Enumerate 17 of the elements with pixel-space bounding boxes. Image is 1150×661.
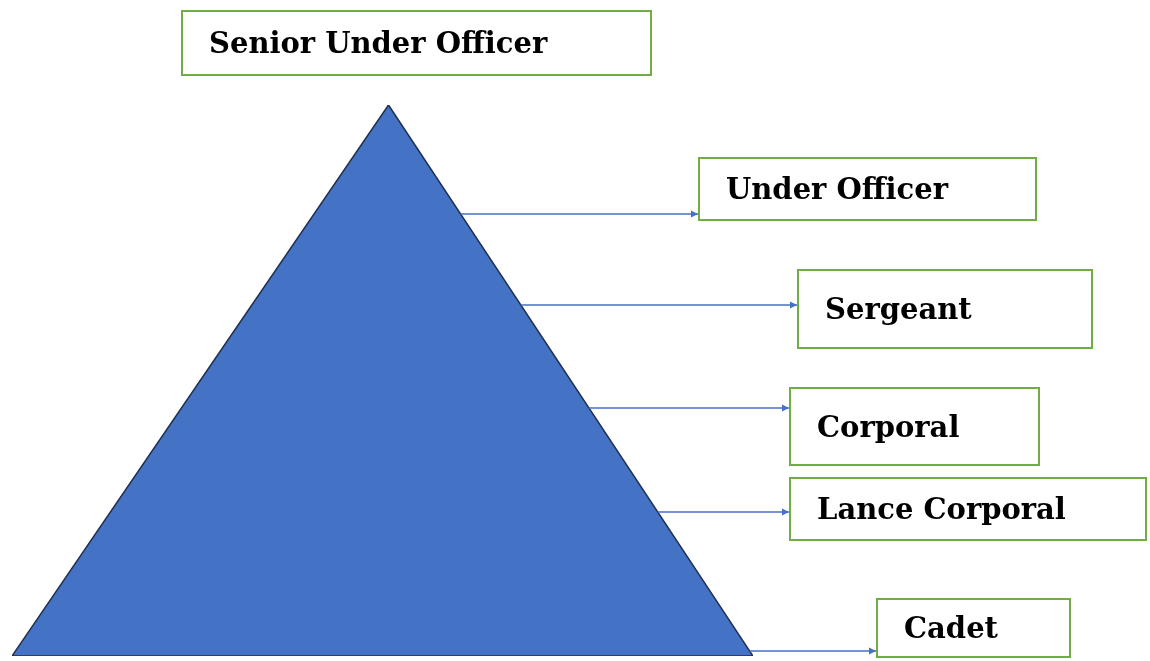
rank-label: Senior Under Officer — [209, 26, 548, 60]
rank-box — [876, 598, 1071, 658]
rank-label: Sergeant — [825, 292, 972, 326]
arrow — [520, 301, 798, 309]
rank-label: Corporal — [817, 409, 960, 444]
arrow — [588, 404, 790, 412]
rank-label: Lance Corporal — [817, 492, 1066, 526]
rank-box — [698, 157, 1037, 221]
rank-box — [181, 10, 652, 76]
rank-label: Cadet — [904, 611, 998, 645]
rank-box — [797, 269, 1093, 349]
rank-box — [789, 477, 1147, 541]
rank-box — [789, 387, 1040, 466]
rank-label: Under Officer — [726, 172, 948, 206]
arrow — [657, 508, 790, 516]
arrow — [748, 647, 877, 655]
arrow — [459, 210, 699, 218]
